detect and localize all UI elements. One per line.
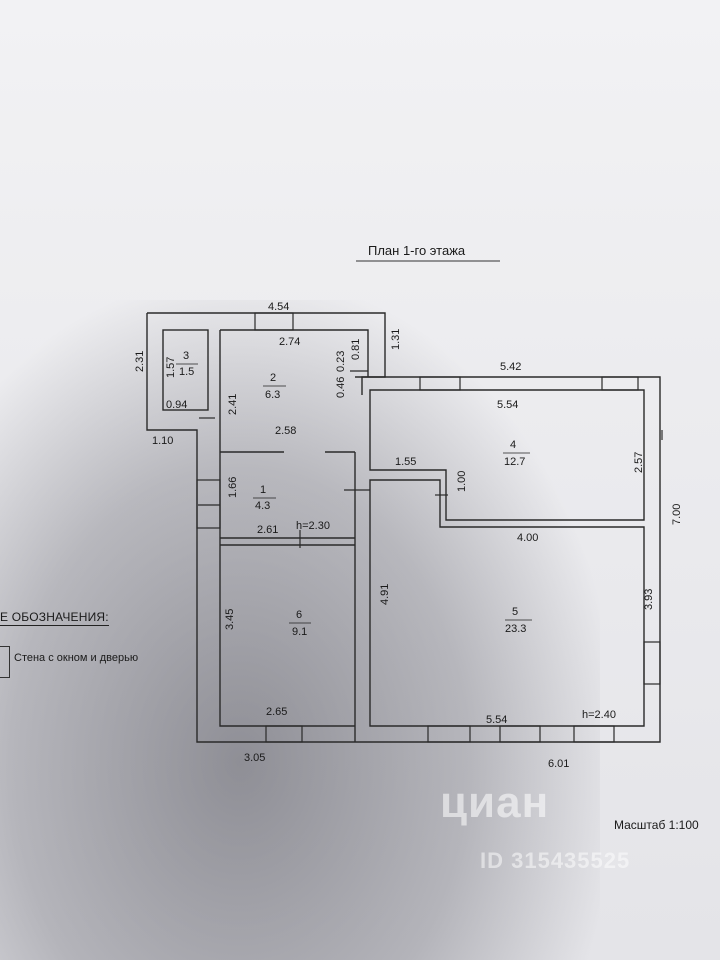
room-number: 5 (512, 606, 518, 618)
room-area: 4.3 (255, 500, 270, 512)
room-area: 6.3 (265, 389, 280, 401)
dim-bottom-right: 6.01 (548, 758, 569, 770)
dim-right-top: 5.42 (500, 361, 521, 373)
dim-room6-left: 3.45 (224, 609, 236, 630)
room-2-label: 2 6.3 (263, 372, 286, 401)
room-1-label: 1 4.3 (253, 484, 276, 512)
dim-room2-023: 0.23 (335, 351, 347, 372)
room-number: 1 (260, 484, 266, 496)
room-area: 23.3 (505, 623, 526, 635)
dim-room3-width: 0.94 (166, 399, 187, 411)
dim-room2-046: 0.46 (335, 377, 347, 398)
plan-title: План 1-го этажа (368, 243, 466, 258)
room-number: 2 (270, 372, 276, 384)
room-4-label: 4 12.7 (503, 439, 530, 468)
dim-room6-bottom: 2.65 (266, 706, 287, 718)
dim-room5-bottom: 5.54 (486, 714, 507, 726)
dim-room2-bottom: 2.58 (275, 425, 296, 437)
dim-room5-top: 4.00 (517, 532, 538, 544)
legend-item-wall-window-door: Стена с окном и дверью (14, 652, 139, 664)
room-area: 1.5 (179, 366, 194, 378)
door-ticks (198, 370, 663, 548)
room-3-label: 3 1.5 (176, 350, 198, 378)
watermark-logo: циан (440, 778, 550, 827)
dim-room4-step-height: 1.00 (456, 471, 468, 492)
room-number: 6 (296, 609, 302, 621)
dim-height-a: h=2.30 (296, 520, 330, 532)
room-6-label: 6 9.1 (289, 609, 311, 638)
dim-room2-left: 2.41 (227, 394, 239, 415)
room-5-label: 5 23.3 (505, 606, 532, 635)
watermark-id: ID 315435525 (480, 848, 631, 873)
room-number: 3 (183, 350, 189, 362)
dim-height-b: h=2.40 (582, 709, 616, 721)
room-area: 9.1 (292, 626, 307, 638)
windows (196, 312, 661, 743)
dim-room2-081: 0.81 (350, 339, 362, 360)
room3-box (162, 329, 209, 411)
dim-room4-step: 1.55 (395, 456, 416, 468)
dim-right-small: 1.31 (390, 329, 402, 350)
inner-wall-right-wing (369, 389, 645, 521)
room-number: 4 (510, 439, 516, 451)
dim-room1-height: 1.66 (227, 477, 239, 498)
legend-title: Е ОБОЗНАЧЕНИЯ: (0, 610, 109, 626)
dim-room3-height: 1.57 (165, 357, 177, 378)
room1-bottom-wall (220, 537, 355, 546)
legend-symbol (0, 646, 10, 678)
dim-room1-bottom: 2.61 (257, 524, 278, 536)
scale-label: Масштаб 1:100 (614, 818, 699, 832)
room5-wall (369, 479, 645, 727)
dim-left-height: 2.31 (134, 351, 146, 372)
dim-room4-right: 2.57 (633, 452, 645, 473)
dim-room4-top: 5.54 (497, 399, 518, 411)
dim-left-offset: 1.10 (152, 435, 173, 447)
outer-wall-right-wing (355, 376, 661, 743)
dim-top-left: 4.54 (268, 301, 289, 313)
dim-total-right: 7.00 (671, 504, 683, 525)
dim-bottom-left: 3.05 (244, 752, 265, 764)
dim-room5-left: 4.91 (379, 584, 391, 605)
dim-room5-right: 3.93 (643, 589, 655, 610)
room-area: 12.7 (504, 456, 525, 468)
dim-room2-top: 2.74 (279, 336, 300, 348)
